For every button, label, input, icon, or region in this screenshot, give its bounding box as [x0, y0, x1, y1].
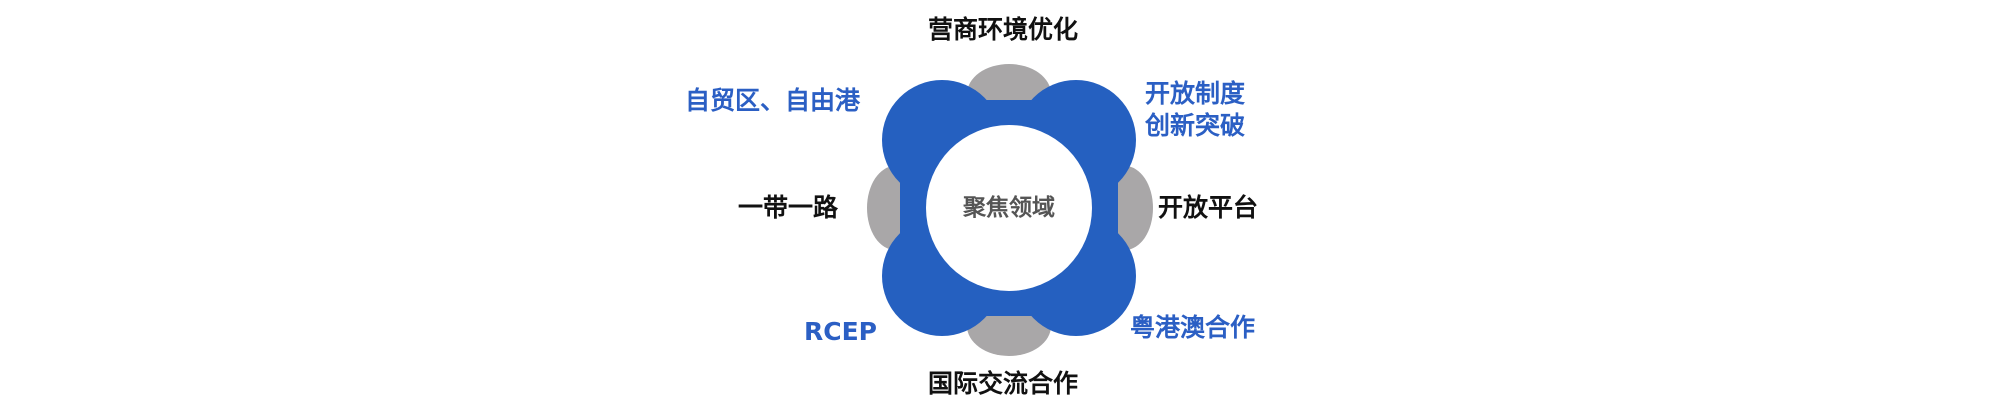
label-open-platform: 开放平台 [1158, 193, 1259, 222]
label-rcep: RCEP [804, 317, 877, 346]
label-business-environment: 营商环境优化 [928, 15, 1079, 44]
center-label: 聚焦领域 [963, 195, 1055, 221]
label-belt-and-road: 一带一路 [738, 193, 839, 222]
label-institutional-innovation-line1: 开放制度 [1145, 79, 1246, 108]
label-institutional-innovation: 开放制度 创新突破 [1145, 78, 1245, 142]
label-greater-bay-area: 粤港澳合作 [1130, 313, 1256, 342]
label-free-trade-zone: 自贸区、自由港 [685, 86, 861, 115]
label-international-exchange: 国际交流合作 [928, 369, 1079, 398]
center-circle [926, 125, 1092, 291]
label-institutional-innovation-line2: 创新突破 [1145, 111, 1246, 140]
